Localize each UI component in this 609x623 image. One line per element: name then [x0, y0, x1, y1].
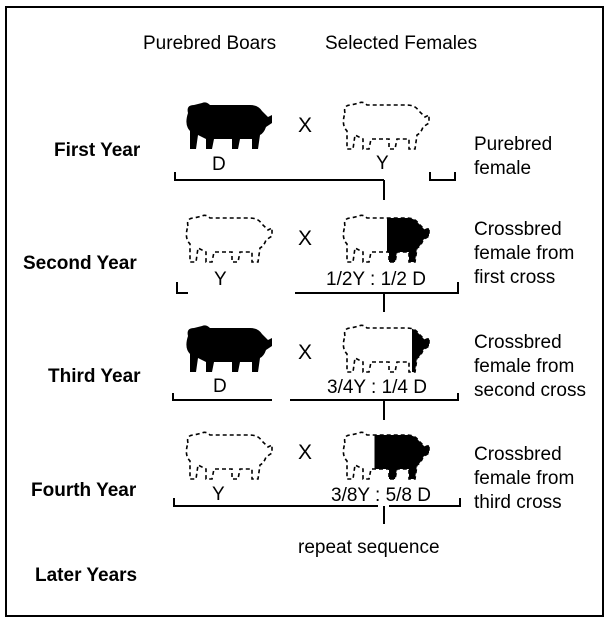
- cross-bracket-4-left: [174, 498, 378, 506]
- cross-bracket-2-right: [295, 282, 458, 293]
- cross-bracket-2-left: [177, 282, 188, 293]
- cross-bracket-1: [175, 172, 455, 180]
- cross-bracket-3-right: [290, 393, 458, 400]
- cross-bracket-3-left: [173, 393, 272, 400]
- cross-bracket-4-right: [389, 498, 460, 506]
